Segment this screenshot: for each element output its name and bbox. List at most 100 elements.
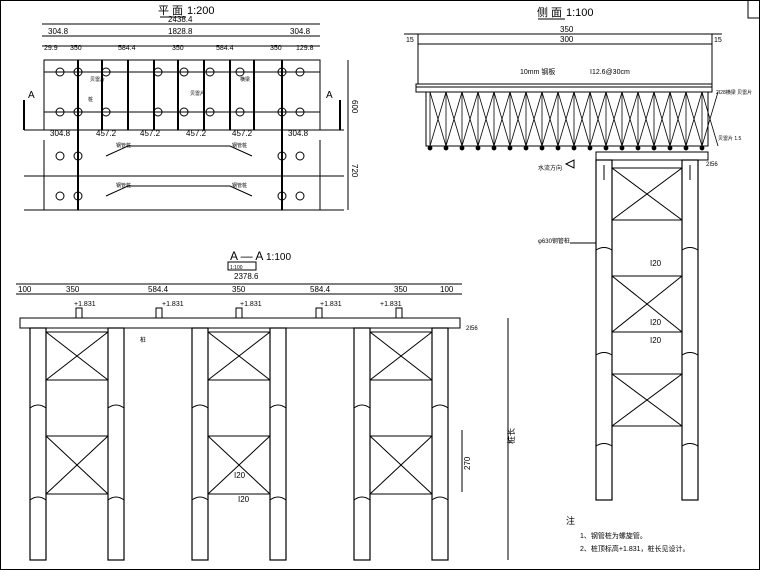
section-level-0: +1.831 xyxy=(74,301,96,308)
plan-dim-left: 304.8 xyxy=(48,27,69,36)
notes-line-1: 2、桩顶标高+1.831，桩长见设计。 xyxy=(580,544,690,553)
truss-node xyxy=(459,145,465,151)
section-pile xyxy=(269,327,287,561)
truss-diagonal xyxy=(541,91,559,147)
truss-diagonal xyxy=(605,91,623,147)
section-dim-0: 100 xyxy=(18,285,32,294)
side-view: 侧 面 1:100 15 350 300 15 10mm 钢板 I12.6@30… xyxy=(404,6,752,501)
side-dim-1: 350 xyxy=(560,25,574,34)
side-truss-members xyxy=(427,91,719,151)
section-level-4: +1.831 xyxy=(380,301,402,308)
section-height-dim-0: 270 xyxy=(463,456,472,470)
pile-splice xyxy=(29,496,47,501)
title-block-corner xyxy=(747,0,760,19)
pile-splice xyxy=(353,496,371,501)
plan-piles xyxy=(55,67,305,201)
truss-node xyxy=(635,145,641,151)
plan-section-mark-left: A xyxy=(28,90,35,101)
truss-diagonal xyxy=(621,91,639,147)
truss-diagonal xyxy=(493,91,511,147)
truss-node xyxy=(555,145,561,151)
section-dim-3: 350 xyxy=(232,285,246,294)
side-bracing-2: I20 xyxy=(650,336,662,345)
section-title: A — A xyxy=(230,249,263,263)
truss-diagonal xyxy=(701,91,719,147)
section-dim-4: 584.4 xyxy=(310,285,331,294)
section-side-label: 桩 xyxy=(140,336,146,344)
section-dim-1: 350 xyxy=(66,285,80,294)
side-dim-2: 300 xyxy=(560,35,574,44)
truss-diagonal xyxy=(589,91,607,147)
truss-diagonal xyxy=(685,91,703,147)
section-bracing-0: I20 xyxy=(234,471,246,480)
truss-node xyxy=(651,145,657,151)
notes-line-0: 1、钢管桩为螺旋管。 xyxy=(580,531,647,540)
section-pile xyxy=(353,327,371,561)
side-dim-0: 15 xyxy=(406,37,414,44)
side-title: 侧 面 xyxy=(537,6,562,19)
section-bracing-1: I20 xyxy=(238,495,250,504)
truss-node xyxy=(523,145,529,151)
section-pile xyxy=(107,327,125,561)
truss-node xyxy=(667,145,673,151)
brace-diagonal xyxy=(369,435,433,495)
truss-diagonal xyxy=(573,91,591,147)
plan-dim-right-1: 720 xyxy=(350,164,359,178)
brace-diagonal xyxy=(207,435,271,495)
truss-diagonal xyxy=(653,91,671,147)
notes: 注 1、钢管桩为螺旋管。 2、桩顶标高+1.831，桩长见设计。 xyxy=(566,515,690,553)
pile-splice xyxy=(29,404,47,409)
plan-dim2-2: 584.4 xyxy=(118,45,136,52)
plan-dim3-1: 457.2 xyxy=(96,129,117,138)
truss-node xyxy=(603,145,609,151)
plan-dim3-0: 304.8 xyxy=(50,129,71,138)
truss-node xyxy=(587,145,593,151)
pile-splice xyxy=(107,404,125,409)
section-pile xyxy=(29,327,47,561)
pile-splice xyxy=(353,404,371,409)
truss-diagonal xyxy=(461,91,479,147)
section-dim-6: 100 xyxy=(440,285,454,294)
side-deck-label2: I12.6@30cm xyxy=(590,69,630,76)
plan-label-6: 钢管桩 xyxy=(116,182,131,189)
pile-splice xyxy=(431,496,449,501)
side-flow-label: 水流方向 xyxy=(538,164,562,172)
section-dim-5: 350 xyxy=(394,285,408,294)
plan-dim-right-0: 600 xyxy=(350,100,359,114)
plan-dim-right: 304.8 xyxy=(290,27,311,36)
section-subtitle: 1:100 xyxy=(266,252,291,263)
truss-diagonal xyxy=(429,91,447,147)
notes-title: 注 xyxy=(566,515,575,526)
side-bracing-0: I20 xyxy=(650,259,662,268)
truss-diagonal xyxy=(525,91,543,147)
brace-diagonal xyxy=(369,331,433,381)
plan-label-3: 贝雷片 xyxy=(190,90,205,97)
plan-dim2-4: 584.4 xyxy=(216,45,234,52)
truss-diagonal xyxy=(445,91,463,147)
truss-node xyxy=(491,145,497,151)
section-level-1: +1.831 xyxy=(162,301,184,308)
section-total: 2378.6 xyxy=(234,272,259,281)
truss-diagonal xyxy=(509,91,527,147)
plan-label-7: 钢管桩 xyxy=(232,182,247,189)
side-scale: 1:100 xyxy=(566,7,594,19)
plan-dim3-5: 304.8 xyxy=(288,129,309,138)
plan-label-5: 钢管桩 xyxy=(232,142,247,149)
truss-node xyxy=(475,145,481,151)
side-cap-label: 2I56 xyxy=(706,162,718,168)
truss-node xyxy=(683,145,689,151)
section-level-3: +1.831 xyxy=(320,301,342,308)
plan-label-2: 桩 xyxy=(88,96,93,103)
truss-node xyxy=(507,145,513,151)
plan-dim3-3: 457.2 xyxy=(186,129,207,138)
section-cap-beam xyxy=(19,317,461,329)
pile-splice xyxy=(191,496,209,501)
section-view: A — A 1:100 1:100 2378.6 100 350 584.4 3… xyxy=(16,249,516,561)
truss-diagonal xyxy=(637,91,655,147)
section-dim-2: 584.4 xyxy=(148,285,169,294)
side-cap-beam xyxy=(595,151,709,161)
plan-dim3-4: 457.2 xyxy=(232,129,253,138)
side-truss xyxy=(425,91,709,147)
truss-node xyxy=(427,145,433,151)
side-deck-label: 10mm 钢板 xyxy=(520,67,555,76)
